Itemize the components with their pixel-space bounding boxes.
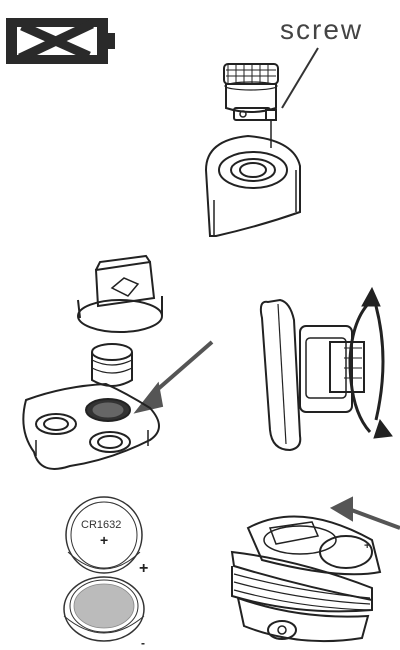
battery-face-plus-label: + [100, 532, 108, 548]
screw-label: screw [280, 14, 363, 46]
no-battery-icon [6, 18, 115, 64]
sensor-with-screw-illustration [206, 48, 318, 236]
battery-model-label: CR1632 [81, 519, 121, 531]
battery-edge-plus-label: + [139, 560, 148, 578]
battery-insertion-illustration [232, 498, 400, 641]
rotate-illustration [261, 300, 383, 450]
cap-and-body-exploded-illustration [23, 256, 212, 469]
insert-plus-label: + [364, 540, 370, 552]
battery-edge-minus-label: - [141, 636, 145, 650]
